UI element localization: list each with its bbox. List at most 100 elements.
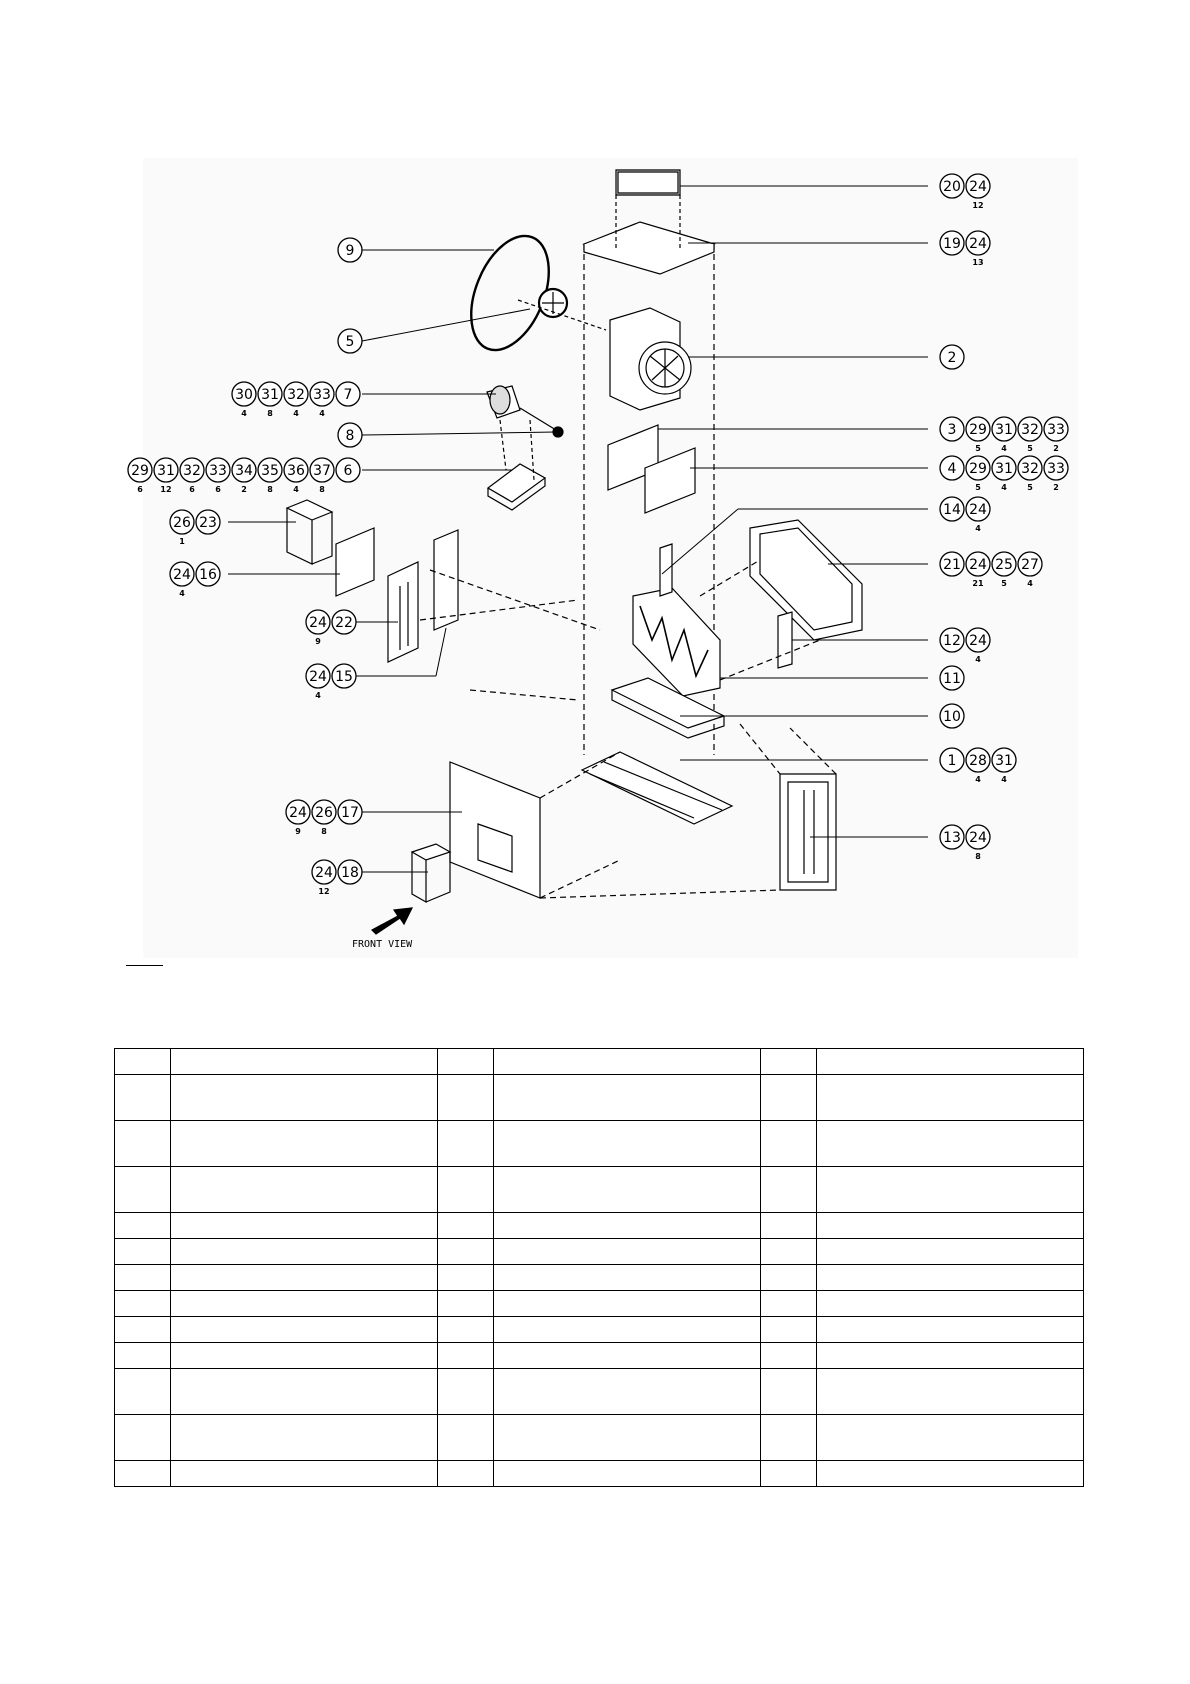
callout-number: 24 [309, 615, 327, 631]
callout-number: 25 [995, 557, 1013, 573]
table-cell [816, 1342, 1084, 1369]
callout-circle [153, 457, 179, 483]
table-cell [113, 1212, 172, 1239]
callout-number: 30 [235, 387, 253, 403]
table-row [113, 1414, 1084, 1461]
side-panel-13 [779, 773, 837, 891]
callout-circle [305, 663, 331, 689]
callout-number: 24 [315, 865, 333, 881]
callout-quantity: 5 [1027, 444, 1033, 453]
callout-number: 21 [943, 557, 961, 573]
table-cell [759, 1238, 818, 1265]
callout-circle [195, 561, 221, 587]
callout-circle [965, 173, 991, 199]
callout-number: 24 [969, 236, 987, 252]
callout-quantity: 6 [215, 485, 221, 494]
table-cell [759, 1264, 818, 1291]
callout-number: 24 [969, 179, 987, 195]
table-cell [436, 1342, 495, 1369]
front-view-label: FRONT VIEW [352, 939, 413, 950]
table-row [113, 1074, 1084, 1121]
table-cell [816, 1120, 1084, 1167]
callout-number: 26 [173, 515, 191, 531]
callout-quantity: 1 [179, 537, 185, 546]
table-cell [759, 1368, 818, 1415]
table-cell [170, 1120, 438, 1167]
callout-number: 1 [948, 753, 957, 769]
callout-number: 17 [341, 805, 359, 821]
callout-number: 35 [261, 463, 279, 479]
callout-quantity: 4 [1001, 444, 1007, 453]
parts-table [113, 1048, 1084, 1487]
callout-quantity: 5 [1001, 579, 1007, 588]
callout-circle [939, 665, 965, 691]
callout-number: 28 [969, 753, 987, 769]
callout-circle [331, 609, 357, 635]
callout-circle [309, 457, 335, 483]
callout-circle [939, 824, 965, 850]
callout-circle [337, 422, 363, 448]
table-cell [113, 1414, 172, 1461]
callout-circle [337, 237, 363, 263]
table-cell [436, 1166, 495, 1213]
callout-circle [991, 747, 1017, 773]
callout-number: 9 [346, 243, 355, 259]
callout-circle [965, 416, 991, 442]
table-cell [816, 1074, 1084, 1121]
callout-quantity: 12 [160, 485, 171, 494]
front-view-arrow [371, 907, 414, 935]
callout-circle [939, 551, 965, 577]
table-row [113, 1368, 1084, 1415]
callout-number: 34 [235, 463, 253, 479]
callout-circle [335, 457, 361, 483]
table-cell [493, 1074, 761, 1121]
callout-quantity: 5 [1027, 483, 1033, 492]
callout-number: 18 [341, 865, 359, 881]
callout-number: 31 [995, 461, 1013, 477]
table-cell [816, 1048, 1084, 1075]
callout-circle [283, 381, 309, 407]
callout-circle [965, 230, 991, 256]
table-cell [493, 1238, 761, 1265]
callout-9: 9 [337, 237, 363, 263]
table-cell [436, 1460, 495, 1487]
table-cell [816, 1316, 1084, 1343]
table-cell [816, 1368, 1084, 1415]
table-row [113, 1342, 1084, 1369]
callout-quantity: 5 [975, 483, 981, 492]
callout-number: 33 [1047, 422, 1065, 438]
callout-number: 22 [335, 615, 353, 631]
callout-number: 24 [173, 567, 191, 583]
callout-quantity: 4 [975, 524, 981, 533]
callout-number: 33 [1047, 461, 1065, 477]
table-cell [436, 1290, 495, 1317]
callout-number: 14 [943, 502, 961, 518]
callout-circle [1043, 416, 1069, 442]
callout-quantity: 5 [975, 444, 981, 453]
callout-quantity: 8 [267, 485, 273, 494]
callout-number: 37 [313, 463, 331, 479]
table-cell [493, 1368, 761, 1415]
table-cell [816, 1414, 1084, 1461]
callout-quantity: 21 [972, 579, 984, 588]
callout-circle [311, 859, 337, 885]
table-cell [170, 1342, 438, 1369]
callout-circle [965, 747, 991, 773]
callout-circle [1017, 455, 1043, 481]
table-cell [113, 1342, 172, 1369]
callout-number: 12 [943, 633, 961, 649]
table-cell [170, 1238, 438, 1265]
table-row [113, 1460, 1084, 1487]
callout-number: 31 [995, 422, 1013, 438]
callout-number: 24 [969, 502, 987, 518]
table-cell [436, 1120, 495, 1167]
callout-number: 15 [335, 669, 353, 685]
callout-circle [195, 509, 221, 535]
table-cell [113, 1290, 172, 1317]
callout-quantity: 6 [189, 485, 195, 494]
callout-circle [127, 457, 153, 483]
callout-circle [169, 561, 195, 587]
